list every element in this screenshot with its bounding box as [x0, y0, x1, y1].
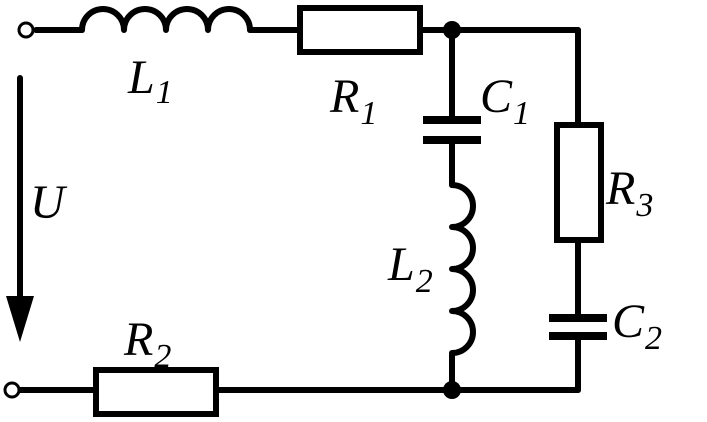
voltage-arrow	[6, 75, 34, 342]
label-voltage-u: U	[30, 176, 68, 229]
capacitor-c2	[549, 314, 607, 340]
junction-dot-bottom	[443, 381, 461, 399]
label-c2: C2	[612, 295, 662, 357]
resistor-r3	[554, 122, 604, 243]
capacitor-c1	[423, 116, 481, 144]
label-r3: R3	[605, 162, 653, 224]
resistor-r2	[93, 367, 219, 417]
inductor-l1	[79, 6, 253, 33]
resistor-r1	[297, 5, 423, 55]
label-l2: L2	[387, 238, 433, 300]
inductor-l2	[449, 182, 476, 356]
label-l1: L1	[127, 51, 173, 111]
label-c1: C1	[480, 70, 530, 132]
junction-dot-top	[443, 21, 461, 39]
label-r1: R1	[329, 70, 377, 132]
label-r2: R2	[123, 313, 171, 375]
terminal-bottom	[3, 381, 21, 399]
terminal-top	[17, 21, 35, 39]
